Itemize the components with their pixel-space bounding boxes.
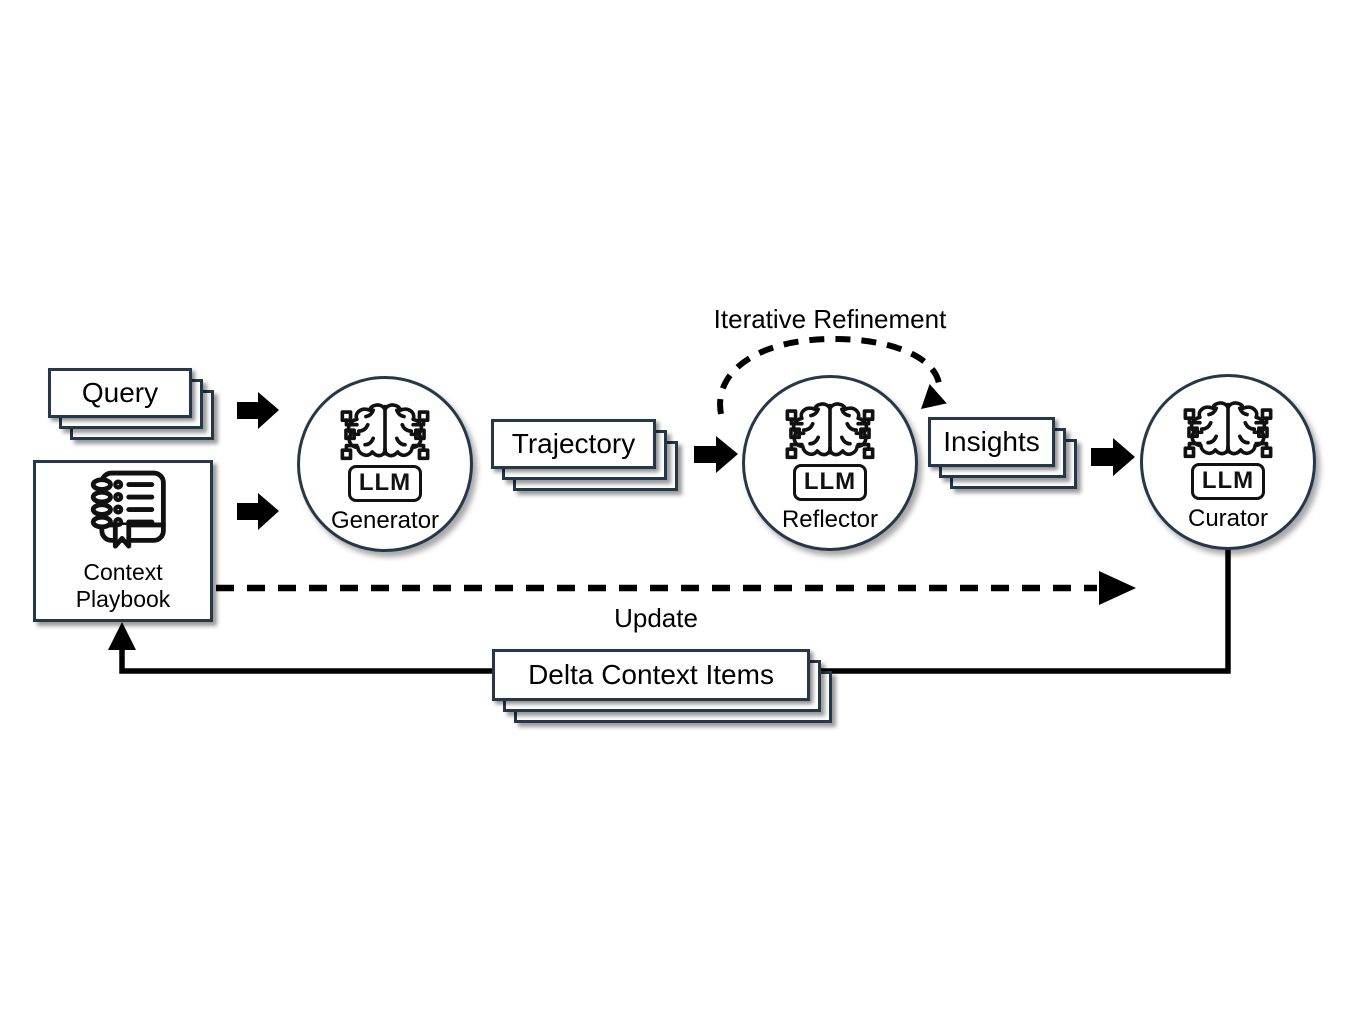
update-label: Update xyxy=(614,603,698,633)
node-trajectory: Trajectory xyxy=(491,419,678,491)
brain-circuit-icon xyxy=(336,402,434,462)
node-curator: LLM Curator xyxy=(1140,374,1316,550)
reflector-label: Reflector xyxy=(781,506,879,533)
context-playbook-label-line2: Playbook xyxy=(75,586,171,612)
context-playbook-label: Context Playbook xyxy=(76,559,171,613)
llm-badge: LLM xyxy=(1190,463,1266,500)
brain-circuit-icon xyxy=(1179,400,1277,460)
curator-label: Curator xyxy=(1187,505,1269,532)
query-to-generator-arrow xyxy=(237,392,279,429)
node-query: Query xyxy=(48,368,214,440)
brain-circuit-icon xyxy=(781,401,879,461)
iterative-refinement-label: Iterative Refinement xyxy=(713,304,947,334)
llm-badge: LLM xyxy=(792,464,868,501)
node-insights: Insights xyxy=(928,417,1077,489)
update-arrow xyxy=(216,571,1136,605)
playbook-to-generator-arrow xyxy=(237,493,279,530)
node-context-playbook: Context Playbook xyxy=(33,460,213,622)
node-reflector: LLM Reflector xyxy=(742,375,918,551)
context-playbook-label-line1: Context xyxy=(83,559,163,585)
trajectory-label: Trajectory xyxy=(491,419,656,469)
trajectory-to-reflector-arrow xyxy=(694,436,738,473)
llm-badge: LLM xyxy=(347,465,423,502)
insights-label: Insights xyxy=(928,417,1055,467)
query-label: Query xyxy=(48,368,192,418)
insights-to-curator-arrow xyxy=(1091,438,1135,476)
notebook-icon xyxy=(73,469,173,554)
generator-label: Generator xyxy=(330,507,440,534)
node-generator: LLM Generator xyxy=(297,376,473,552)
delta-context-items-label: Delta Context Items xyxy=(492,649,810,701)
node-delta-context-items: Delta Context Items xyxy=(492,649,832,723)
